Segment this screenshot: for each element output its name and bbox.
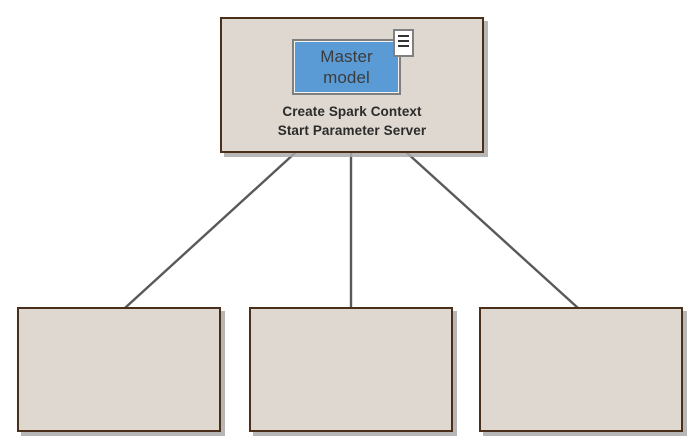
note-icon-line-2	[398, 40, 409, 42]
master-caption-line-2: Start Parameter Server	[277, 123, 427, 138]
edge-master-to-worker-1	[124, 151, 297, 309]
edge-master-to-worker-3	[405, 151, 579, 309]
master-caption-line-1: Create Spark Context	[282, 104, 422, 119]
note-icon[interactable]	[393, 29, 414, 57]
master-model-box[interactable]: Master model	[292, 39, 401, 95]
worker-node-2[interactable]	[249, 307, 453, 432]
worker-node-1[interactable]	[17, 307, 221, 432]
master-node[interactable]: Master model Create Spark Context Start …	[220, 17, 484, 153]
master-model-label-line2: model	[323, 68, 370, 87]
note-icon-line-3	[398, 45, 409, 47]
worker-node-3[interactable]	[479, 307, 683, 432]
master-model-label-line1: Master	[320, 47, 373, 66]
master-model-label: Master model	[294, 46, 399, 88]
master-caption: Create Spark Context Start Parameter Ser…	[222, 102, 482, 140]
note-icon-line-1	[398, 35, 409, 37]
